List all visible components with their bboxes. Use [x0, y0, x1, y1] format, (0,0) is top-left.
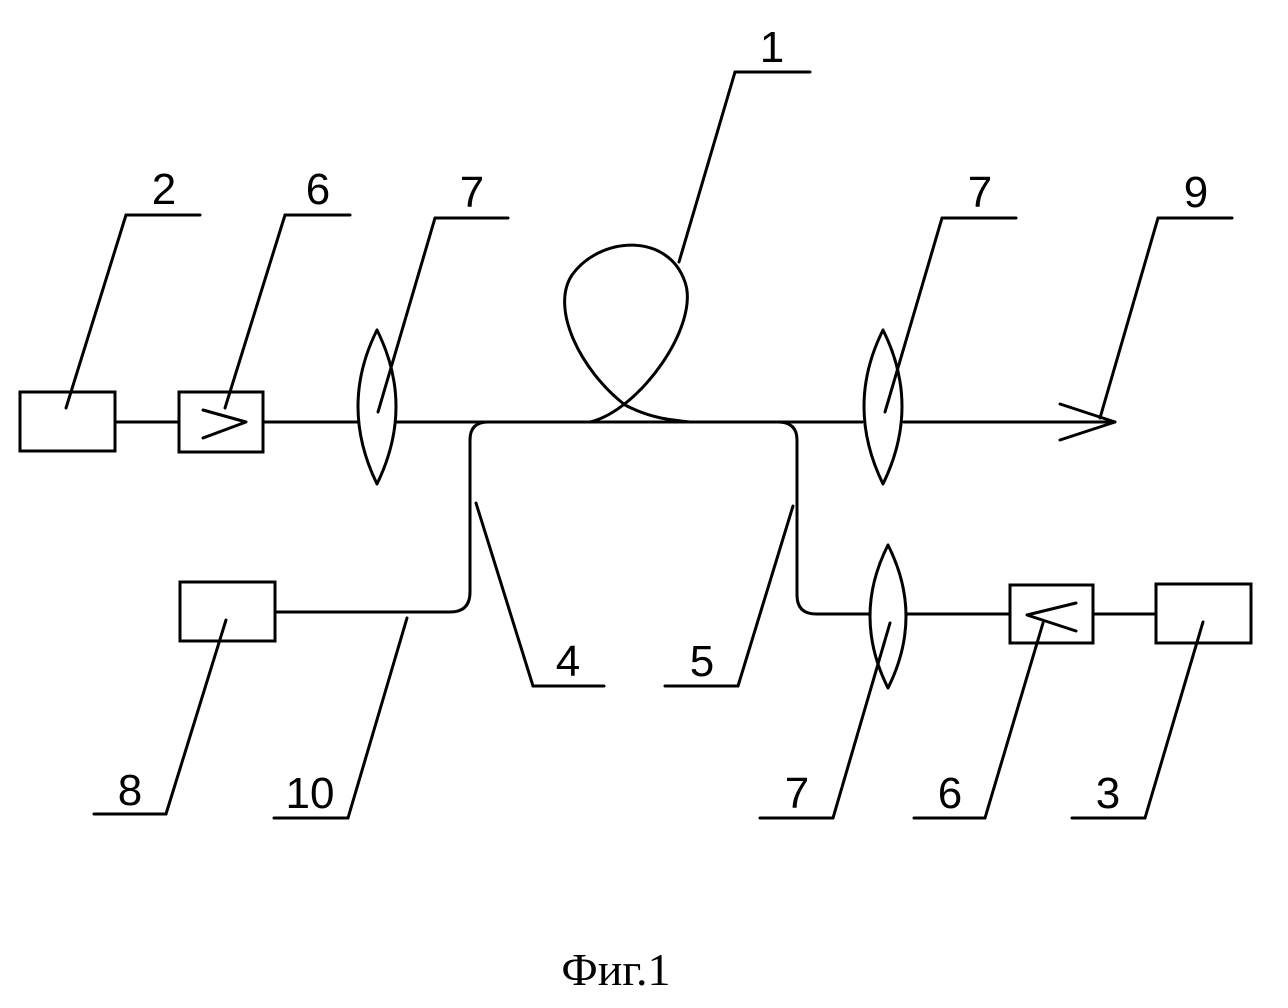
label-2: 2	[152, 165, 176, 214]
leader-8	[166, 620, 226, 814]
leader-6-top	[225, 215, 285, 408]
leader-10	[348, 618, 407, 818]
lens-bottom	[870, 545, 906, 688]
label-1: 1	[760, 23, 784, 72]
leader-9	[1100, 218, 1158, 418]
block-3	[1156, 584, 1251, 643]
leader-4	[476, 503, 533, 686]
label-8: 8	[118, 766, 142, 815]
label-7-left: 7	[460, 168, 484, 217]
block-8	[180, 582, 275, 641]
label-3: 3	[1096, 769, 1120, 818]
leader-6-bottom	[985, 623, 1043, 818]
leader-7-left	[378, 218, 435, 412]
fiber-loop	[565, 245, 690, 422]
amplifier-top	[179, 392, 263, 452]
fiber-branch-right	[690, 422, 870, 614]
leader-1	[679, 72, 735, 262]
label-10: 10	[286, 769, 335, 818]
leader-3	[1145, 622, 1203, 818]
leader-7-right	[885, 218, 942, 412]
leader-5	[738, 506, 793, 686]
leader-2	[66, 215, 126, 408]
amplifier-bottom	[1010, 585, 1093, 643]
label-9: 9	[1184, 168, 1208, 217]
label-7-right: 7	[968, 168, 992, 217]
lens-left	[358, 330, 396, 484]
label-7-bottom: 7	[785, 769, 809, 818]
figure-caption: Фиг.1	[561, 944, 670, 995]
label-6-bottom: 6	[938, 769, 962, 818]
lens-right	[864, 330, 902, 484]
leader-7-bottom	[833, 623, 890, 818]
fiber-branch-left	[275, 422, 590, 612]
label-5: 5	[690, 637, 714, 686]
label-4: 4	[556, 637, 580, 686]
label-6-top: 6	[306, 165, 330, 214]
